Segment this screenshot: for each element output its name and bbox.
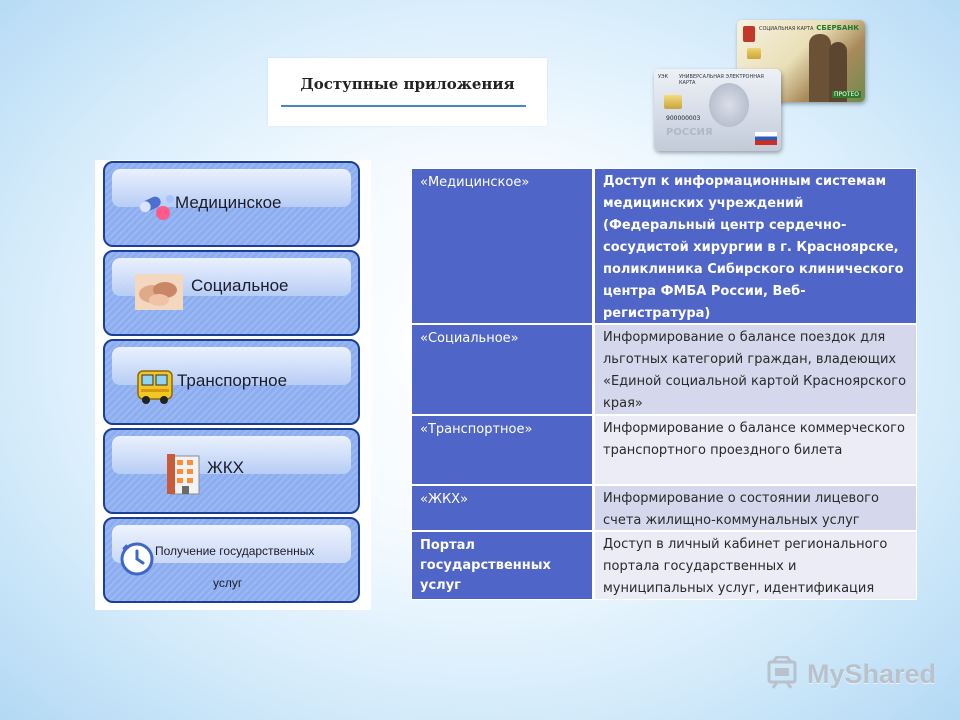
bus-icon [137, 370, 173, 404]
table-row: «Социальное» Информирование о балансе по… [411, 324, 917, 415]
apps-table: «Медицинское» Доступ к информационным си… [411, 168, 917, 600]
building-icon [167, 454, 200, 495]
sberbank-logo: СБЕРБАНК [816, 24, 859, 32]
app-button-label-line2: услуг [213, 576, 243, 590]
table-cell-desc: Информирование о состоянии лицевого счет… [594, 485, 917, 531]
clock-icon [120, 542, 154, 576]
app-button-housing[interactable]: ЖКХ [103, 428, 360, 514]
pills-icon [139, 195, 174, 220]
app-button-gov-services[interactable]: Получение государственных услуг [103, 517, 360, 603]
rock-image [809, 34, 831, 102]
russian-flag-icon [755, 132, 777, 145]
app-button-label: Медицинское [175, 193, 282, 212]
table-cell-name: «Медицинское» [411, 168, 593, 324]
table-row: «Транспортное» Информирование о балансе … [411, 415, 917, 485]
partner-logo: ПРОТЕО [831, 91, 861, 98]
page-title: Доступные приложения [300, 75, 515, 93]
table-cell-name: Портал государственных услуг [411, 531, 593, 600]
app-button-medical[interactable]: Медицинское [103, 161, 360, 247]
watermark-text: MyShared [807, 659, 937, 689]
rock-image [829, 42, 847, 102]
app-button-label: Получение государственных [155, 544, 315, 558]
table-cell-desc: Информирование о балансе коммерческого т… [594, 415, 917, 485]
table-cell-desc: Доступ в личный кабинет регионального по… [594, 531, 917, 600]
chip-icon [747, 48, 761, 59]
social-card-label: СОЦИАЛЬНАЯ КАРТА [759, 26, 814, 32]
uec-card-label: УНИВЕРСАЛЬНАЯ ЭЛЕКТРОННАЯ КАРТА [679, 74, 764, 86]
eagle-emblem-icon [709, 83, 749, 127]
app-button-label: Социальное [191, 276, 289, 295]
uec-card-number: 900000003 [666, 115, 701, 122]
app-button-transport[interactable]: Транспортное [103, 339, 360, 425]
myshared-logo-icon [767, 656, 797, 689]
app-button-label: Транспортное [177, 371, 288, 390]
table-cell-name: «Социальное» [411, 324, 593, 415]
uec-code: УЭК [658, 74, 669, 80]
uec-country: РОССИЯ [666, 127, 713, 138]
table-cell-desc: Доступ к информационным системам медицин… [594, 168, 917, 324]
chip-icon [664, 95, 682, 109]
crest-icon [743, 26, 755, 42]
app-button-label: ЖКХ [207, 458, 244, 477]
title-underline [281, 105, 526, 107]
uec-card-image: УЭК УНИВЕРСАЛЬНАЯ ЭЛЕКТРОННАЯ КАРТА 9000… [654, 69, 781, 151]
table-cell-desc: Информирование о балансе поездок для льг… [594, 324, 917, 415]
table-row: «Медицинское» Доступ к информационным си… [411, 168, 917, 324]
apps-panel: Медицинское Социальное Транспортное [95, 160, 371, 610]
table-row: «ЖКХ» Информирование о состоянии лицевог… [411, 485, 917, 531]
table-cell-name: «ЖКХ» [411, 485, 593, 531]
table-row: Портал государственных услуг Доступ в ли… [411, 531, 917, 600]
title-box: Доступные приложения [268, 58, 547, 126]
app-button-social[interactable]: Социальное [103, 250, 360, 336]
table-cell-name: «Транспортное» [411, 415, 593, 485]
hands-icon [135, 274, 183, 310]
